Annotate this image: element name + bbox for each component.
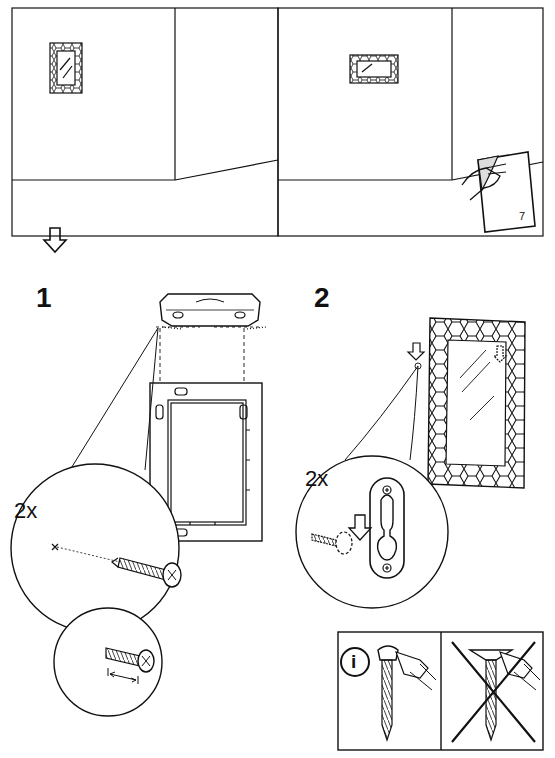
step-number: 2: [314, 284, 330, 312]
info-symbol: i: [351, 652, 356, 671]
page-number: 7: [519, 211, 525, 222]
step-number: 1: [36, 284, 52, 312]
step1-bracket-frame: [11, 294, 266, 716]
screw-type-note: [338, 632, 543, 750]
room-scene: [12, 8, 543, 236]
quantity-mark: 2x: [14, 500, 37, 522]
quantity-mark: 2x: [305, 468, 328, 490]
down-arrow: [44, 228, 66, 252]
step2-mirror-hanging: [296, 318, 525, 608]
